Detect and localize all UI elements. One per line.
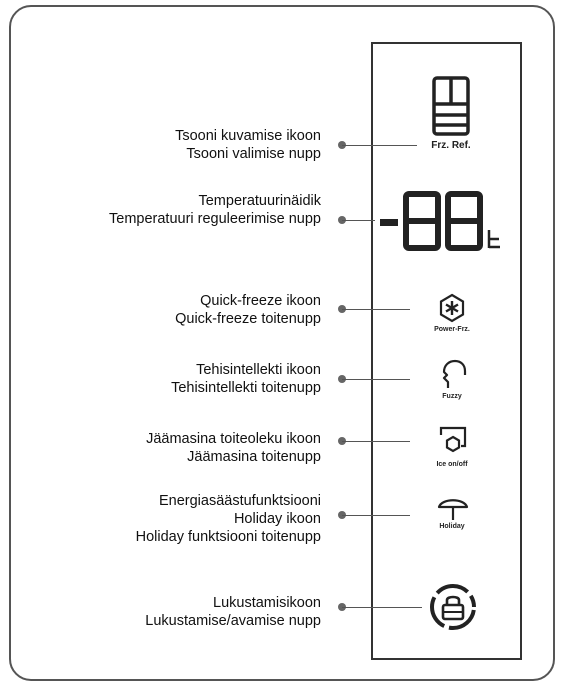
leader-line-holiday xyxy=(342,515,410,516)
quick-caption: Power-Frz. xyxy=(434,326,470,333)
label-quick-line-1: Quick-freeze ikoon xyxy=(200,293,321,309)
snowflake-icon xyxy=(439,293,465,323)
control-panel xyxy=(371,42,522,660)
zone-caption: Frz. Ref. xyxy=(431,140,471,151)
label-holiday-line-2: Holiday ikoon xyxy=(233,511,321,527)
fridge-zone-icon xyxy=(432,76,470,136)
label-fuzzy-line-1: Tehisintellekti ikoon xyxy=(196,362,321,378)
label-ice-line-2: Jäämasina toitenupp xyxy=(187,449,321,465)
leader-line-quick xyxy=(342,309,410,310)
label-holiday: Energiasäästufunktsiooni Holiday ikoon H… xyxy=(136,492,321,546)
label-temp-line-2: Temperatuuri reguleerimise nupp xyxy=(109,211,321,227)
label-lock-line-2: Lukustamise/avamise nupp xyxy=(145,613,321,629)
label-ice-line-1: Jäämasina toiteoleku ikoon xyxy=(146,431,321,447)
umbrella-icon xyxy=(437,499,469,520)
ice-caption: Ice on/off xyxy=(436,461,468,468)
diagram-frame xyxy=(9,5,555,681)
label-zone-line-1: Tsooni kuvamise ikoon xyxy=(175,128,321,144)
temperature-display xyxy=(380,191,500,251)
lock-icon xyxy=(430,584,476,630)
label-temp-line-1: Temperatuurinäidik xyxy=(198,193,321,209)
ice-maker-icon xyxy=(439,426,467,453)
head-profile-icon xyxy=(442,359,467,388)
label-fuzzy: Tehisintellekti ikoon Tehisintellekti to… xyxy=(171,361,321,397)
label-zone-line-2: Tsooni valimise nupp xyxy=(186,146,321,162)
label-quick-line-2: Quick-freeze toitenupp xyxy=(175,311,321,327)
label-lock: Lukustamisikoon Lukustamise/avamise nupp xyxy=(145,594,321,630)
label-temp: Temperatuurinäidik Temperatuuri reguleer… xyxy=(109,192,321,228)
leader-line-ice xyxy=(342,441,410,442)
label-ice: Jäämasina toiteoleku ikoon Jäämasina toi… xyxy=(146,430,321,466)
leader-line-zone xyxy=(342,145,417,146)
fuzzy-caption: Fuzzy xyxy=(442,393,462,400)
leader-line-temp xyxy=(342,220,375,221)
label-fuzzy-line-2: Tehisintellekti toitenupp xyxy=(171,380,321,396)
label-quick: Quick-freeze ikoon Quick-freeze toitenup… xyxy=(175,292,321,328)
leader-line-fuzzy xyxy=(342,379,410,380)
label-lock-line-1: Lukustamisikoon xyxy=(213,595,321,611)
leader-line-lock xyxy=(342,607,422,608)
holiday-caption: Holiday xyxy=(439,523,465,530)
label-holiday-line-1: Energiasäästufunktsiooni xyxy=(158,493,321,509)
label-zone: Tsooni kuvamise ikoon Tsooni valimise nu… xyxy=(175,127,321,163)
label-holiday-line-3: Holiday funktsiooni toitenupp xyxy=(135,529,321,545)
